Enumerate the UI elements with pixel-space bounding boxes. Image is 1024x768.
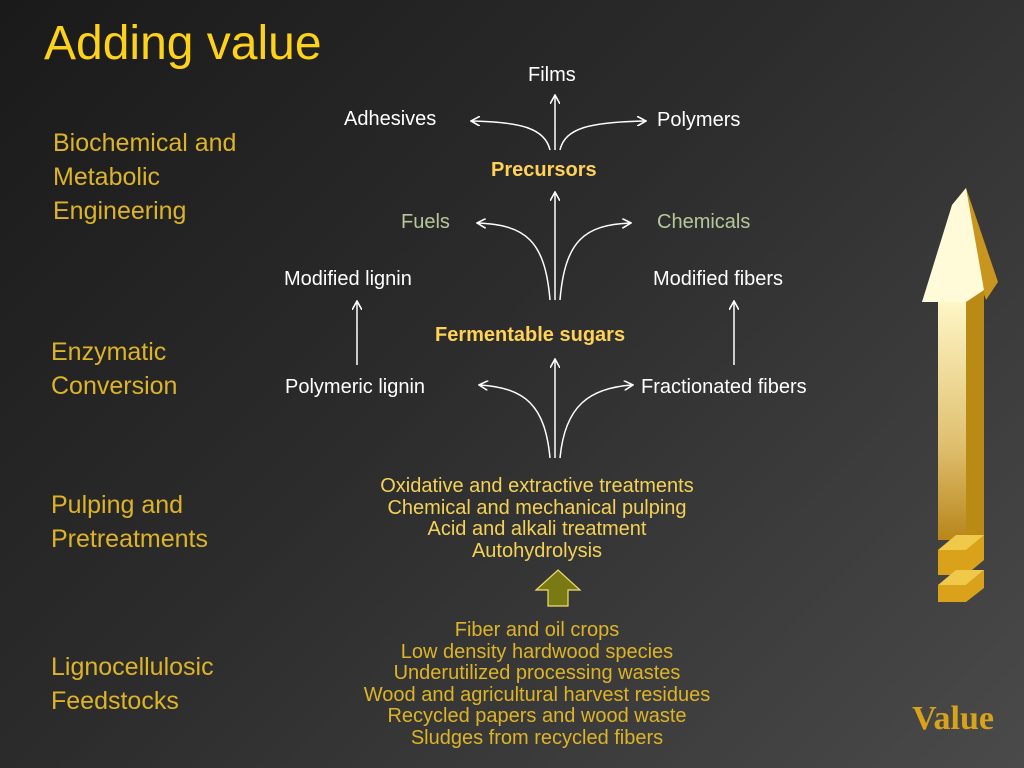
- feedstocks-list: Fiber and oil crops Low density hardwood…: [300, 619, 774, 749]
- node-modified-fibers: Modified fibers: [653, 268, 784, 290]
- feedstock-item: Sludges from recycled fibers: [410, 726, 664, 749]
- treatments-list: Oxidative and extractive treatments Chem…: [300, 475, 774, 562]
- feedstock-item: Underutilized processing wastes: [393, 662, 681, 684]
- node-modified-lignin: Modified lignin: [284, 268, 412, 290]
- node-chemicals: Chemicals: [657, 211, 751, 233]
- treatment-item: Acid and alkali treatment: [427, 518, 647, 540]
- stage-feedstocks-label: Lignocellulosic Feedstocks: [51, 653, 214, 715]
- value-arrow: [922, 188, 998, 602]
- node-fermentable-sugars: Fermentable sugars: [435, 324, 626, 346]
- value-label: Value: [912, 700, 994, 737]
- sugars-to-precursors-arrows: [357, 193, 734, 365]
- treatment-item: Autohydrolysis: [471, 539, 603, 562]
- stage-enzymatic-label: Enzymatic Conversion: [51, 338, 178, 400]
- node-fuels: Fuels: [401, 211, 450, 233]
- small-up-arrow: [534, 569, 582, 607]
- node-adhesives: Adhesives: [344, 108, 437, 130]
- node-polymers: Polymers: [657, 109, 741, 131]
- page-title: Adding value: [44, 17, 322, 70]
- feedstock-item: Recycled papers and wood waste: [387, 705, 687, 727]
- feedstock-item: Wood and agricultural harvest residues: [363, 683, 711, 706]
- feedstock-item: Low density hardwood species: [400, 640, 674, 663]
- feedstock-item: Fiber and oil crops: [454, 619, 620, 641]
- treatment-to-sugars-arrows: [480, 360, 632, 459]
- node-precursors: Precursors: [491, 159, 597, 181]
- precursors-arrows: [472, 96, 645, 151]
- stage-pulping-label: Pulping and Pretreatments: [51, 491, 209, 553]
- node-films: Films: [528, 64, 576, 86]
- treatment-item: Oxidative and extractive treatments: [380, 475, 694, 497]
- treatment-item: Chemical and mechanical pulping: [387, 496, 687, 519]
- node-polymeric-lignin: Polymeric lignin: [285, 376, 426, 398]
- node-fractionated-fibers: Fractionated fibers: [641, 376, 807, 398]
- stage-biochemical-label: Biochemical and Metabolic Engineering: [53, 129, 237, 225]
